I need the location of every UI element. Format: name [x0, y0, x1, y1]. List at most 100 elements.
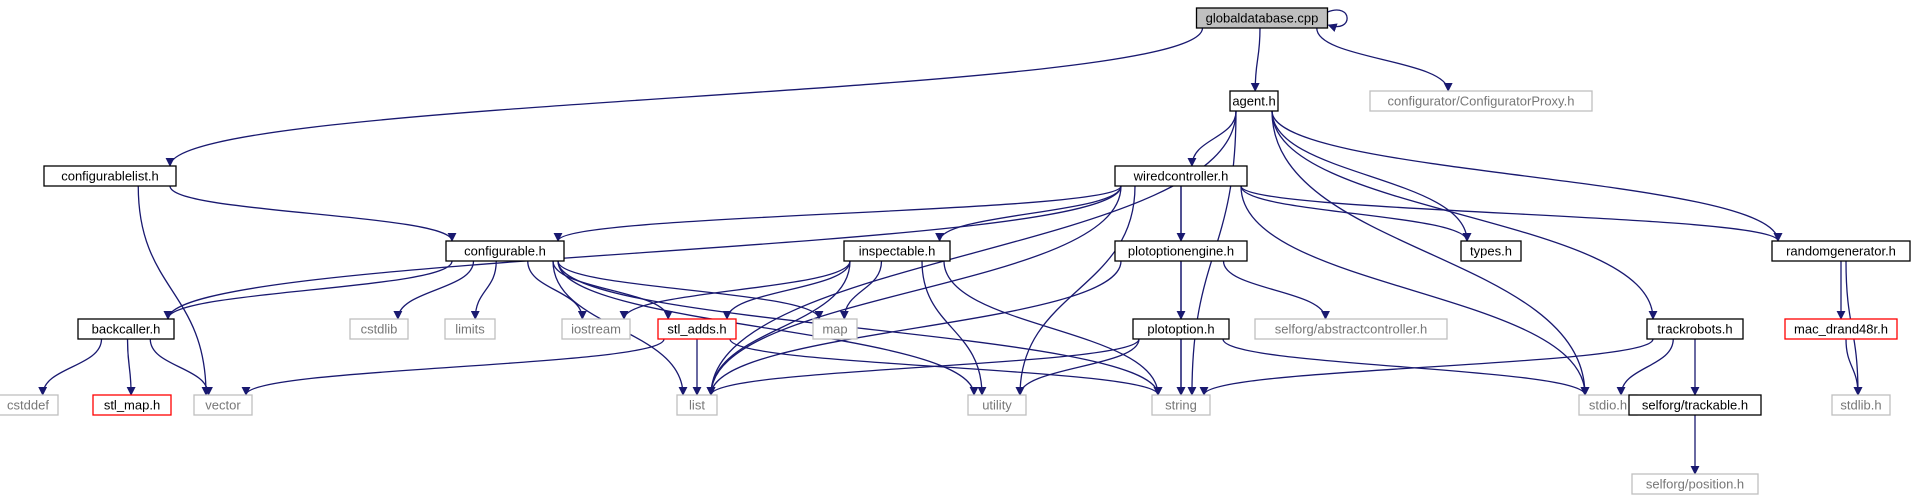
- edge-stl_adds-to-string: [729, 338, 1163, 396]
- edge-plotoption-to-stdio: [1222, 338, 1590, 396]
- node-agent[interactable]: agent.h: [1229, 90, 1279, 112]
- node-trackable[interactable]: selforg/trackable.h: [1628, 394, 1762, 416]
- node-label: plotoption.h: [1147, 322, 1214, 337]
- node-vector: vector: [193, 394, 253, 416]
- node-configurable[interactable]: configurable.h: [445, 240, 565, 262]
- edge-wiredcontroller-to-inspectable: [935, 185, 1122, 242]
- edge-agent-to-trackrobots: [1271, 110, 1658, 320]
- node-box: [349, 318, 409, 340]
- node-label: string: [1165, 398, 1197, 413]
- node-label: backcaller.h: [92, 322, 161, 337]
- node-mac_drand48r[interactable]: mac_drand48r.h: [1784, 318, 1898, 340]
- node-plotoption[interactable]: plotoption.h: [1132, 318, 1230, 340]
- edge-inspectable-to-utility: [921, 260, 987, 396]
- node-label: agent.h: [1232, 94, 1275, 109]
- node-stdio: stdio.h: [1578, 394, 1638, 416]
- node-box: [1151, 394, 1211, 416]
- node-label: selforg/abstractcontroller.h: [1275, 322, 1427, 337]
- node-list: list: [676, 394, 718, 416]
- edge: [241, 338, 665, 396]
- node-abstractcontroller: selforg/abstractcontroller.h: [1254, 318, 1448, 340]
- edge-configurable-to-string: [557, 260, 1163, 396]
- edge: [165, 27, 1204, 167]
- edge-plotoptionengine-to-abstractcontroller: [1222, 260, 1330, 320]
- edge-agent-to-randomgenerator: [1271, 110, 1783, 242]
- node-limits: limits: [444, 318, 496, 340]
- edge: [552, 260, 673, 320]
- node-box: [1784, 318, 1898, 340]
- node-label: configurable.h: [464, 244, 546, 259]
- edge: [1222, 338, 1590, 396]
- node-label: stl_adds.h: [667, 322, 726, 337]
- edge: [1187, 110, 1237, 167]
- edge-wiredcontroller-to-configurable: [553, 185, 1122, 242]
- node-box: [812, 318, 858, 340]
- node-label: selforg/trackable.h: [1642, 398, 1748, 413]
- edge: [706, 110, 1237, 396]
- node-box: [1369, 90, 1593, 112]
- node-label: cstdlib: [361, 322, 398, 337]
- edge-agent-to-list: [706, 110, 1237, 396]
- edge-wiredcontroller-to-randomgenerator: [1240, 185, 1783, 242]
- edge: [722, 260, 851, 320]
- edge-plotoptionengine-to-list: [706, 260, 1122, 396]
- node-box: [92, 394, 172, 416]
- node-trackrobots[interactable]: trackrobots.h: [1646, 318, 1744, 340]
- edge: [706, 338, 1140, 396]
- node-inspectable[interactable]: inspectable.h: [843, 240, 951, 262]
- node-label: wiredcontroller.h: [1133, 169, 1229, 184]
- node-types[interactable]: types.h: [1460, 240, 1522, 262]
- node-box: [676, 394, 718, 416]
- edge: [1327, 9, 1348, 32]
- node-label: map: [822, 322, 847, 337]
- edge: [1271, 110, 1590, 396]
- edge-wiredcontroller-to-stdio: [1240, 185, 1590, 396]
- edge: [137, 185, 211, 396]
- node-configuratorproxy: configurator/ConfiguratorProxy.h: [1369, 90, 1593, 112]
- node-cstddef: cstddef: [0, 394, 59, 416]
- edge: [1271, 110, 1472, 242]
- node-wiredcontroller[interactable]: wiredcontroller.h: [1114, 165, 1248, 187]
- edge-wiredcontroller-to-utility: [1015, 185, 1136, 396]
- edge-inspectable-to-map: [839, 260, 883, 320]
- node-box: [1460, 240, 1522, 262]
- node-configurablelist[interactable]: configurablelist.h: [43, 165, 177, 187]
- node-plotoptionengine[interactable]: plotoptionengine.h: [1114, 240, 1248, 262]
- node-label: selforg/position.h: [1646, 477, 1744, 492]
- node-box: [1628, 394, 1762, 416]
- edge: [1015, 338, 1140, 396]
- node-label: configurator/ConfiguratorProxy.h: [1388, 94, 1575, 109]
- node-label: globaldatabase.cpp: [1206, 11, 1319, 26]
- node-label: types.h: [1470, 244, 1512, 259]
- edge: [1199, 338, 1654, 396]
- edge: [1015, 185, 1136, 396]
- edge-configurable-to-stl_adds: [552, 260, 673, 320]
- edge: [1240, 185, 1472, 242]
- edge: [169, 185, 457, 242]
- node-box: [1195, 7, 1329, 29]
- edge-globaldatabase-to-globaldatabase: [1327, 9, 1348, 32]
- edge-configurablelist-to-vector: [137, 185, 211, 396]
- node-backcaller[interactable]: backcaller.h: [77, 318, 175, 340]
- edge-configurable-to-utility: [557, 260, 979, 396]
- node-utility: utility: [967, 394, 1027, 416]
- edge-plotoption-to-list: [706, 338, 1140, 396]
- node-box: [77, 318, 175, 340]
- node-stl_map[interactable]: stl_map.h: [92, 394, 172, 416]
- edge-configurable-to-iostream: [527, 260, 587, 320]
- edge-inspectable-to-string: [943, 260, 1163, 396]
- edge-globaldatabase-to-agent: [1250, 27, 1261, 92]
- node-box: [1114, 165, 1248, 187]
- node-box: [445, 240, 565, 262]
- node-label: configurablelist.h: [61, 169, 159, 184]
- edge: [149, 338, 213, 396]
- edge-configurablelist-to-configurable: [169, 185, 457, 242]
- edge: [706, 185, 1122, 396]
- edge: [1271, 110, 1783, 242]
- node-label: inspectable.h: [859, 244, 936, 259]
- node-randomgenerator[interactable]: randomgenerator.h: [1771, 240, 1911, 262]
- edge-stl_adds-to-vector: [241, 338, 665, 396]
- edge: [706, 260, 851, 396]
- node-stl_adds[interactable]: stl_adds.h: [657, 318, 737, 340]
